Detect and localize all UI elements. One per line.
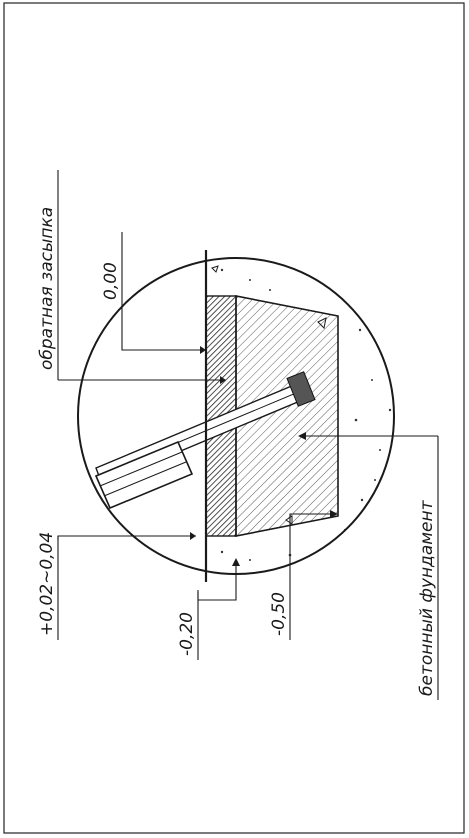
label-backfill: обратная засыпка [37,207,57,370]
post [94,371,316,510]
label-level-zero: 0,00 [101,262,121,300]
label-level-050: -0,50 [269,592,289,636]
label-level-plus: +0,02~0,04 [37,532,57,636]
leader-lines [57,170,439,700]
arrowheads [190,346,338,566]
label-foundation: бетонный фундамент [417,499,437,696]
label-level-020: -0,20 [177,612,197,656]
